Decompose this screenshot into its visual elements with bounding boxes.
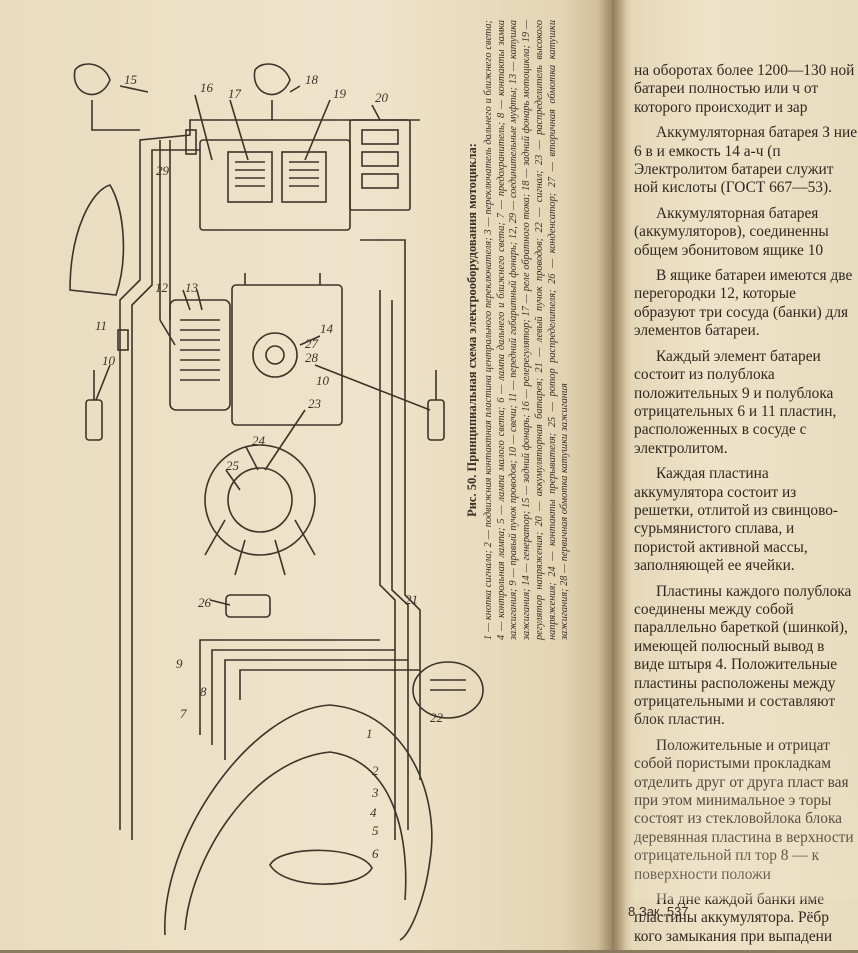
paragraph: на оборотах более 1200—130 ной батареи п…: [634, 62, 855, 116]
label-10-left: 10: [102, 353, 116, 368]
label-2: 2: [372, 763, 379, 778]
paragraph: Положительные и отрицат собой пористыми …: [634, 736, 854, 883]
paragraph: На дне каждой банки име пластины аккумул…: [634, 891, 833, 945]
label-6: 6: [372, 846, 379, 861]
figure-caption-title: Рис. 50. Принципиальная схема электрообо…: [465, 143, 479, 517]
label-7: 7: [180, 706, 187, 721]
paragraph: Каждая пластина аккумулятора состоит из …: [634, 465, 839, 575]
label-26: 26: [198, 595, 212, 610]
label-15: 15: [124, 72, 138, 87]
label-11: 11: [95, 318, 107, 333]
label-5: 5: [372, 823, 379, 838]
tail-light-18: [253, 63, 291, 96]
label-4: 4: [370, 805, 377, 820]
label-8: 8: [200, 684, 207, 699]
paragraph: Каждый элемент батареи состоит из полубл…: [634, 347, 837, 457]
label-1: 1: [366, 726, 373, 741]
label-22: 22: [430, 710, 444, 725]
page-footer: 8 Зак. 537: [628, 904, 689, 919]
figure-caption: Рис. 50. Принципиальная схема электрообо…: [465, 20, 572, 640]
label-25: 25: [226, 458, 240, 473]
parking-light-11: [69, 184, 125, 296]
label-20: 20: [375, 90, 389, 105]
paragraph: Аккумуляторная батарея З ние 6 в и емкос…: [634, 124, 858, 197]
label-28: 28: [305, 350, 319, 365]
label-23: 23: [308, 396, 322, 411]
label-18: 18: [305, 72, 319, 87]
label-13: 13: [185, 280, 199, 295]
label-10-right: 10: [316, 373, 330, 388]
label-9: 9: [176, 656, 183, 671]
right-page: [612, 0, 858, 950]
headlight-housing: [164, 704, 433, 941]
label-24: 24: [252, 433, 266, 448]
label-29: 29: [156, 163, 170, 178]
label-21: 21: [405, 592, 418, 607]
label-27: 27: [305, 336, 319, 351]
book-gutter: [598, 0, 626, 950]
figure-caption-legend: 1 — кнопка сигнала; 2 — подвижная контак…: [483, 20, 571, 640]
paragraph: Пластины каждого полублока соединены меж…: [634, 582, 852, 729]
tail-light-15: [73, 63, 111, 96]
paragraph: Аккумуляторная батарея (аккумуляторов), …: [634, 204, 829, 259]
label-3: 3: [371, 785, 379, 800]
label-19: 19: [333, 86, 347, 101]
wiring-diagram: 15 18 16 17 19 20 29 12 13 14 27 28 10 1…: [69, 63, 484, 941]
label-16: 16: [200, 80, 214, 95]
paragraph: В ящике батареи имеются две перегородки …: [634, 267, 853, 340]
label-17: 17: [228, 86, 242, 101]
label-14: 14: [320, 321, 334, 336]
right-page-text: на оборотах более 1200—130 ной батареи п…: [634, 62, 858, 953]
label-12: 12: [155, 280, 169, 295]
